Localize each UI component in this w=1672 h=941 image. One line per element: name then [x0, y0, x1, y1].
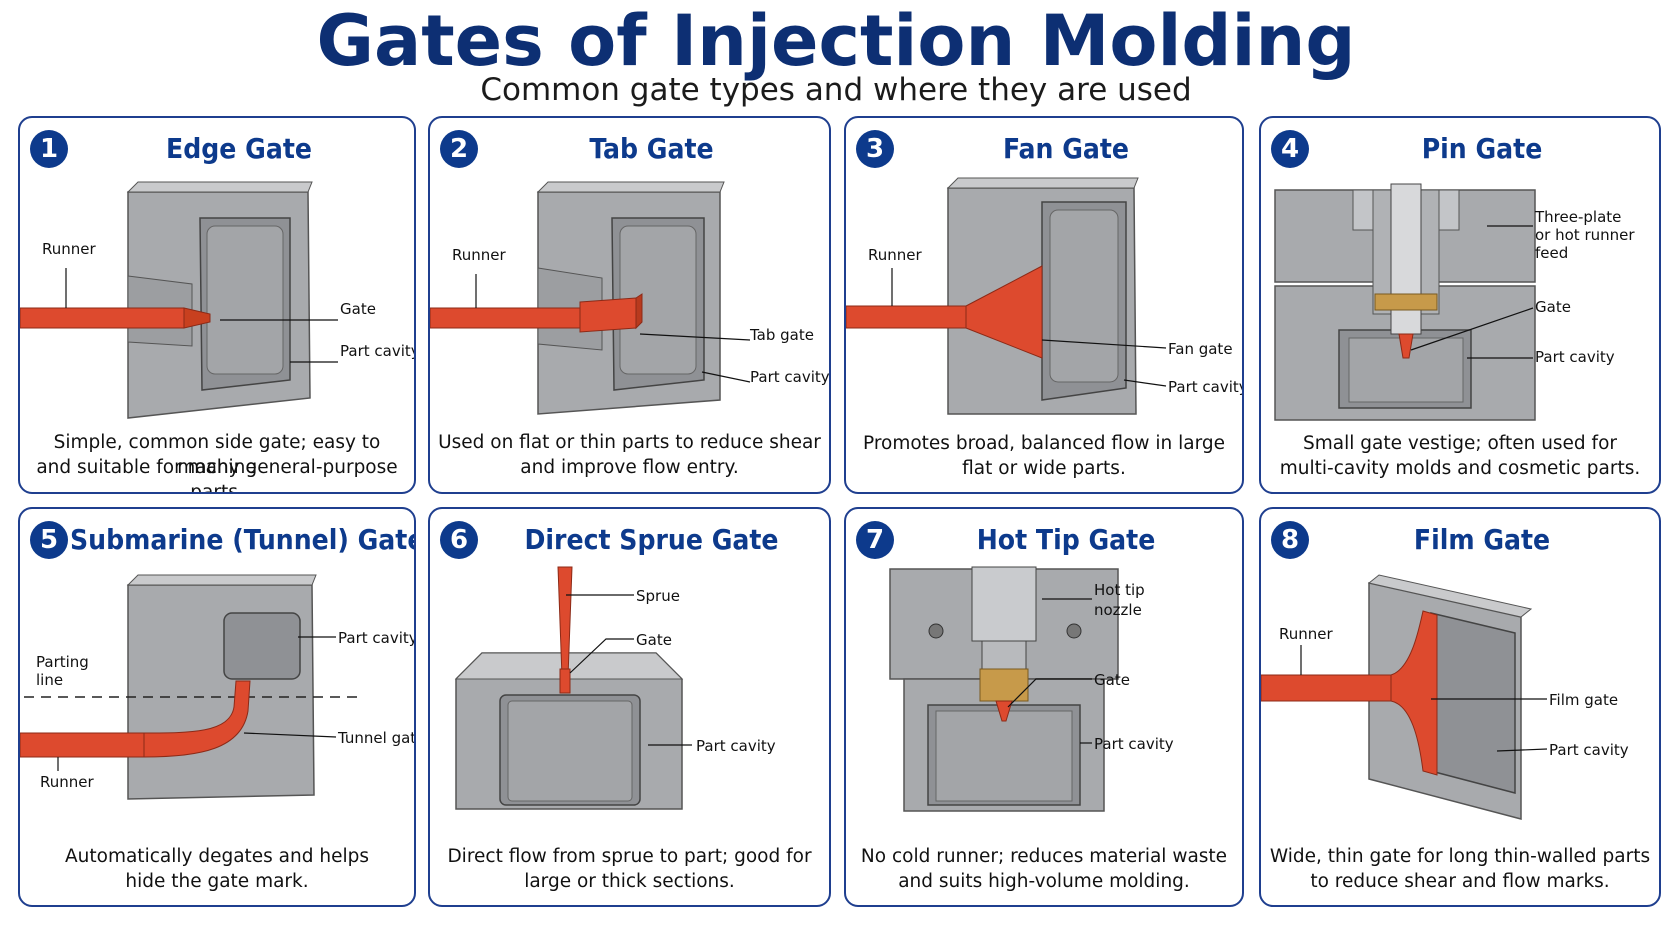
label-feed-line-3: feed [1535, 244, 1568, 262]
card-description-line-1: Wide, thin gate for long thin-walled par… [1269, 846, 1651, 867]
label-gate: Gate [636, 631, 672, 649]
card-description-line-1: Small gate vestige; often used for [1302, 433, 1617, 454]
card-direct-sprue-gate: Sprue Gate Part cavity 6 Direct Sprue Ga… [428, 507, 831, 907]
card-number: 4 [1271, 130, 1309, 168]
label-runner: Runner [1279, 625, 1333, 643]
card-number: 1 [30, 130, 68, 168]
label-runner: Runner [868, 246, 922, 264]
submarine-gate-diagram: Part cavity Parting line Tunnel gate Run… [20, 574, 416, 800]
label-feed-line-2: or hot runner [1535, 226, 1635, 244]
card-number: 7 [856, 521, 894, 559]
label-parting-line-2: line [36, 671, 63, 689]
label-sprue: Sprue [636, 587, 680, 605]
label-part-cavity: Part cavity [1549, 741, 1629, 759]
label-part-cavity: Part cavity [696, 737, 776, 755]
card-submarine-gate: Part cavity Parting line Tunnel gate Run… [18, 507, 416, 907]
card-tab-gate: Runner Tab gate Part cavity 2 Tab Gate U… [428, 116, 831, 494]
card-film-gate: Runner Film gate Part cavity 8 Film Gate… [1259, 507, 1661, 907]
label-gate: Gate [1535, 298, 1571, 316]
card-number: 2 [440, 130, 478, 168]
label-part-cavity: Part cavity [340, 342, 416, 360]
card-number: 6 [440, 521, 478, 559]
card-description-line-1: Automatically degates and helps [65, 846, 369, 867]
label-feed-line-1: Three-plate [1534, 208, 1621, 226]
card-description-line-1: Direct flow from sprue to part; good for [447, 846, 812, 867]
card-title: Submarine (Tunnel) Gate [70, 523, 416, 556]
label-tab-gate: Tab gate [749, 326, 814, 344]
page-subtitle: Common gate types and where they are use… [480, 72, 1192, 108]
label-hot-tip-line-1: Hot tip [1094, 581, 1145, 599]
tab-gate-diagram: Runner Tab gate Part cavity [430, 181, 830, 415]
label-part-cavity: Part cavity [1535, 348, 1615, 366]
card-description-line-2: flat or wide parts. [962, 458, 1126, 479]
page-title: Gates of Injection Molding [316, 0, 1356, 82]
card-description-line-1: Promotes broad, balanced flow in large [862, 433, 1225, 454]
label-part-cavity: Part cavity [750, 368, 830, 386]
label-fan-gate: Fan gate [1168, 340, 1233, 358]
label-runner: Runner [40, 773, 94, 791]
label-runner: Runner [42, 240, 96, 258]
card-description-line-1: Simple, common side gate; easy to machin… [53, 432, 381, 478]
card-description-line-2: and improve flow entry. [520, 457, 739, 478]
pin-gate-diagram: Three-plate or hot runner feed Gate Part… [1274, 183, 1635, 421]
label-hot-tip-line-2: nozzle [1094, 601, 1142, 619]
label-gate: Gate [1094, 671, 1130, 689]
card-fan-gate: Runner Fan gate Part cavity 3 Fan Gate P… [844, 116, 1244, 494]
label-parting-line-1: Parting [36, 653, 89, 671]
card-title: Tab Gate [589, 132, 714, 165]
edge-gate-diagram: Runner Gate Part cavity [20, 181, 416, 419]
card-title: Direct Sprue Gate [524, 523, 779, 556]
label-tunnel-gate: Tunnel gate [337, 729, 416, 747]
hot-tip-gate-diagram: Hot tip nozzle Gate Part cavity [889, 566, 1174, 812]
card-hot-tip-gate: Hot tip nozzle Gate Part cavity 7 Hot Ti… [844, 507, 1244, 907]
card-description-line-2: and suits high-volume molding. [898, 871, 1190, 892]
card-title: Film Gate [1413, 523, 1551, 556]
card-number: 3 [856, 130, 894, 168]
card-edge-gate: Runner Gate Part cavity 1 Edge Gate Simp… [18, 116, 416, 494]
film-gate-diagram: Runner Film gate Part cavity [1261, 574, 1629, 820]
label-part-cavity: Part cavity [1168, 378, 1244, 396]
direct-sprue-gate-diagram: Sprue Gate Part cavity [454, 566, 776, 810]
card-description-line-2: multi-cavity molds and cosmetic parts. [1279, 458, 1641, 479]
card-title: Fan Gate [1002, 132, 1130, 165]
card-description-line-1: Used on flat or thin parts to reduce she… [438, 432, 821, 453]
card-title: Edge Gate [166, 132, 312, 165]
card-title: Pin Gate [1421, 132, 1543, 165]
label-gate: Gate [340, 300, 376, 318]
card-description-line-2: to reduce shear and flow marks. [1310, 871, 1610, 892]
label-runner: Runner [452, 246, 506, 264]
card-description-line-2: hide the gate mark. [125, 871, 309, 892]
card-number: 5 [30, 521, 68, 559]
card-description-line-2: and suitable for many general-purpose pa… [36, 457, 398, 494]
card-pin-gate: Three-plate or hot runner feed Gate Part… [1259, 116, 1661, 494]
card-title: Hot Tip Gate [976, 523, 1156, 556]
card-number: 8 [1271, 521, 1309, 559]
label-part-cavity: Part cavity [1094, 735, 1174, 753]
label-part-cavity: Part cavity [338, 629, 416, 647]
card-description-line-2: large or thick sections. [524, 871, 735, 892]
label-film-gate: Film gate [1549, 691, 1618, 709]
fan-gate-diagram: Runner Fan gate Part cavity [846, 177, 1244, 415]
card-description-line-1: No cold runner; reduces material waste [860, 846, 1228, 867]
